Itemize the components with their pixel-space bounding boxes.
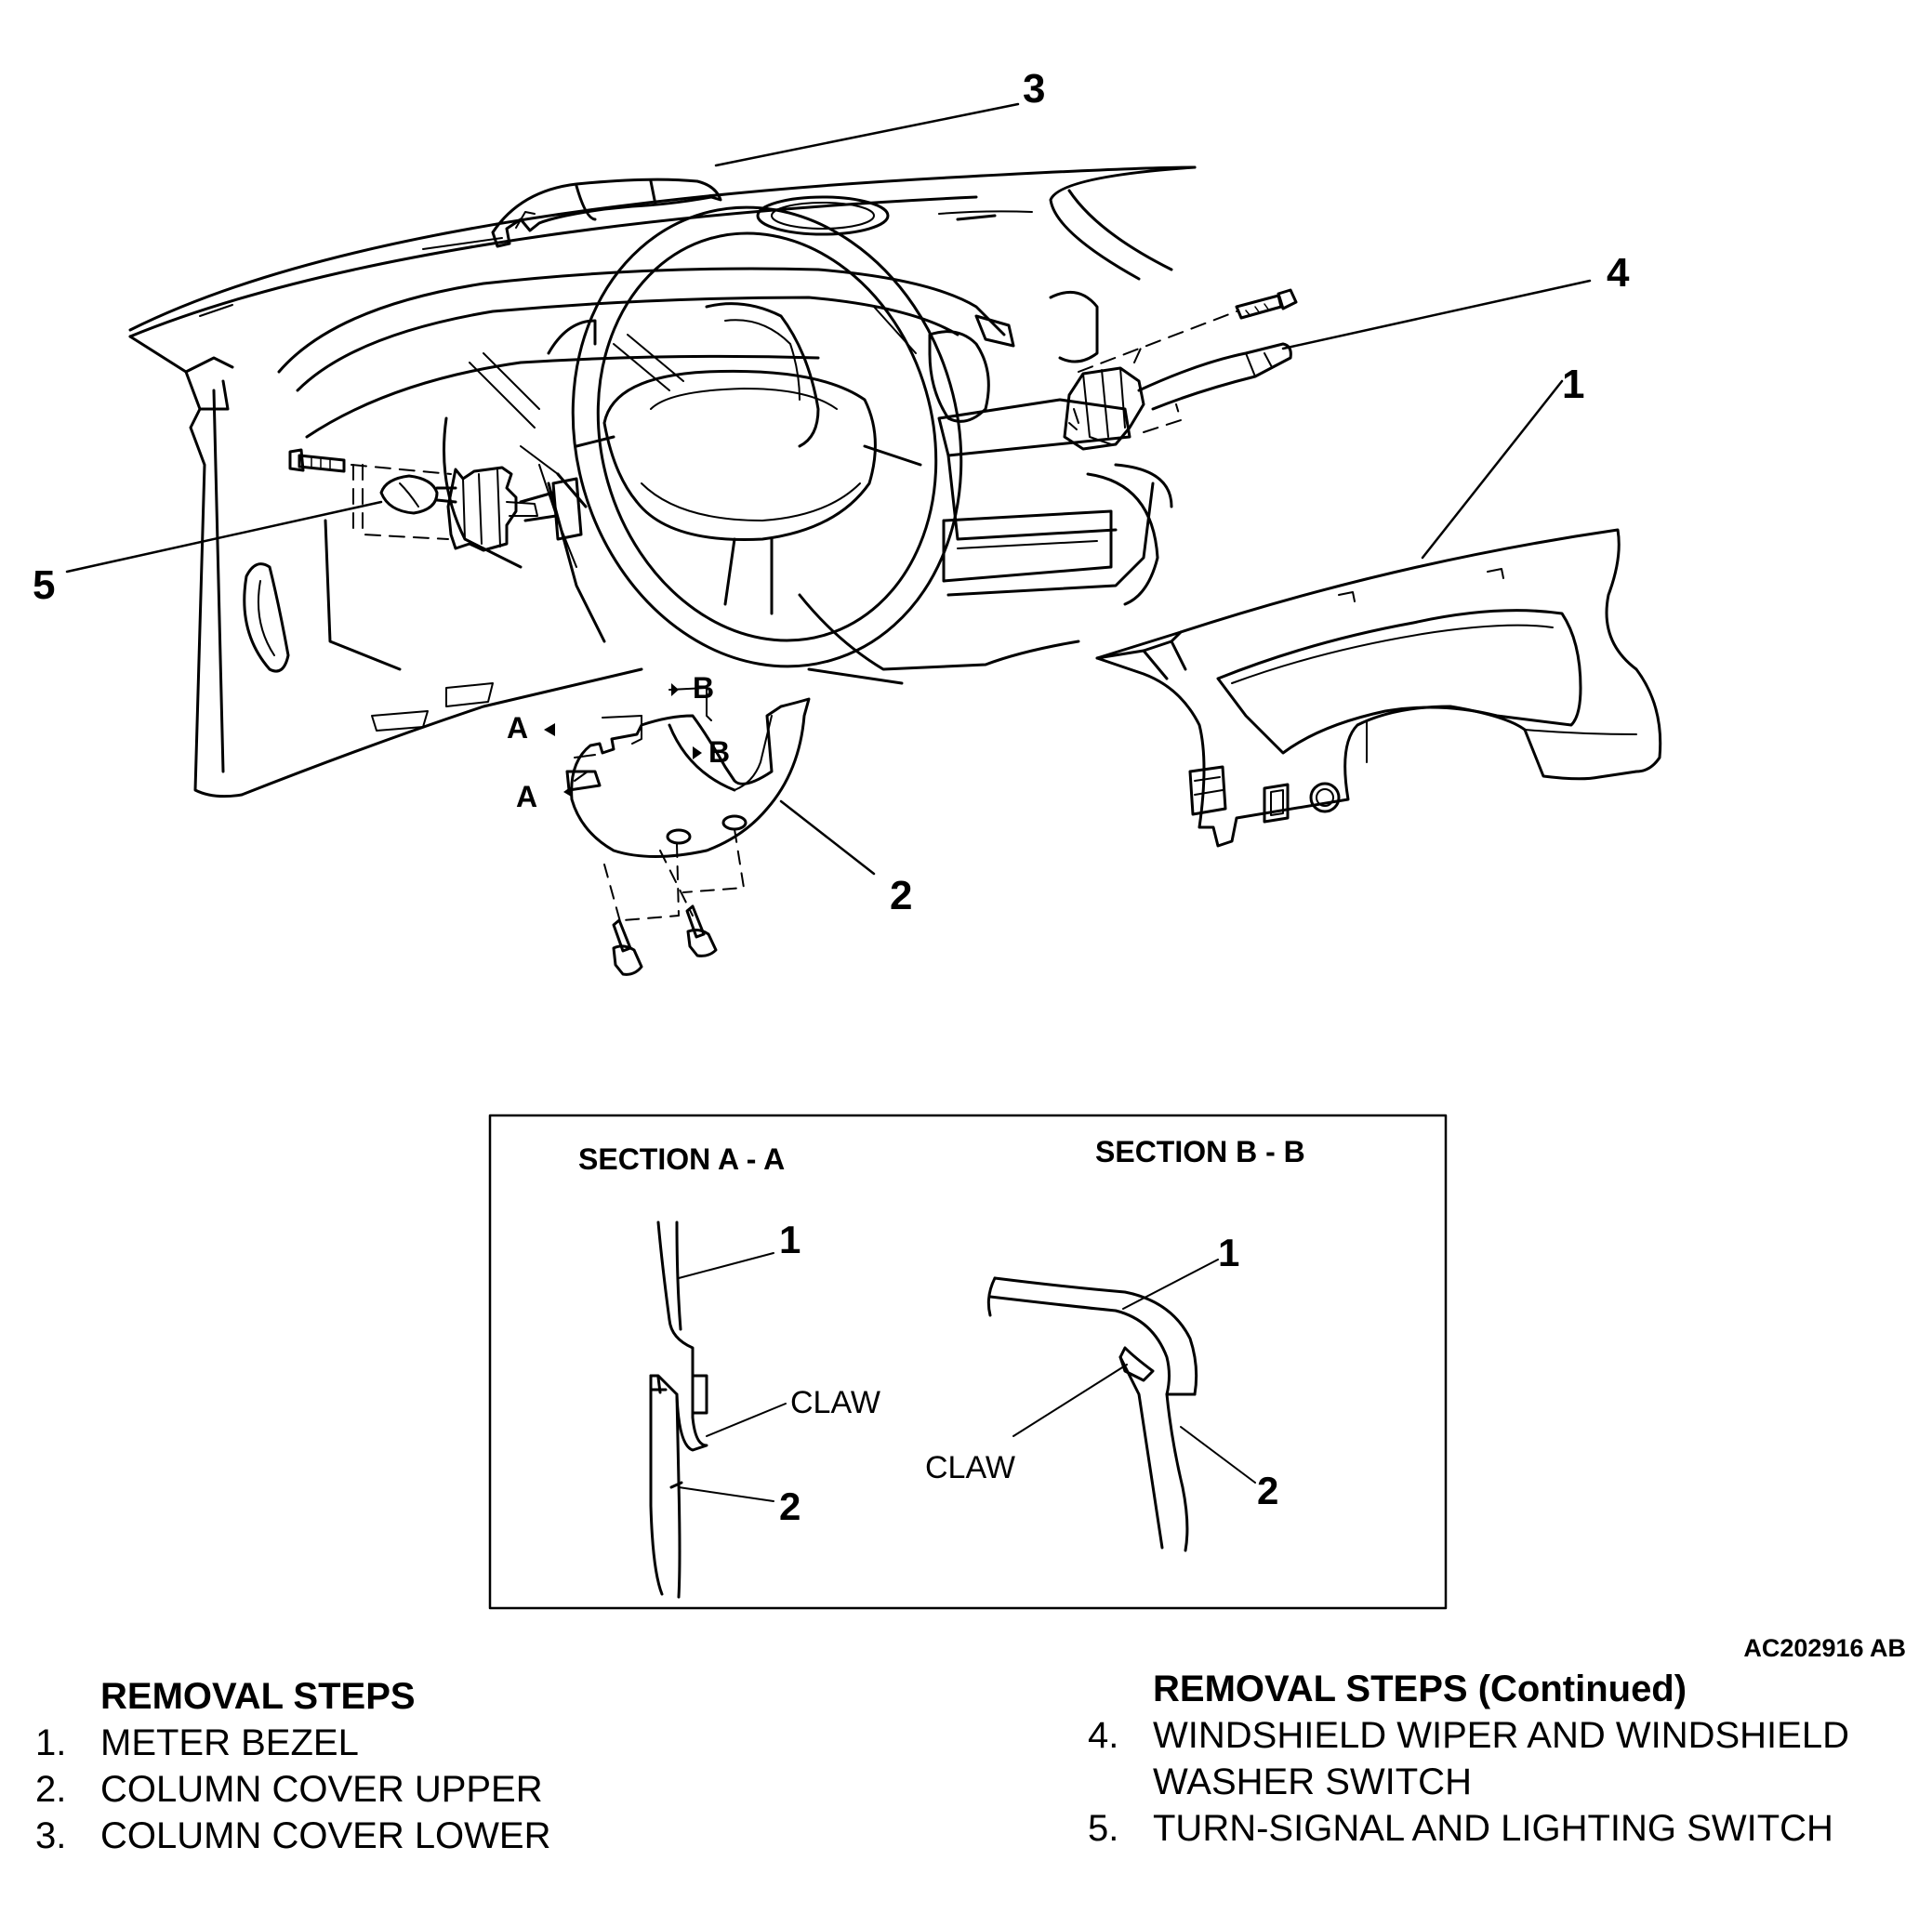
section-aa-title: SECTION A - A xyxy=(578,1142,785,1176)
instrument-panel xyxy=(128,165,1197,798)
section-arrow-label-b-lower: B xyxy=(708,735,730,769)
removal-step: 4. WINDSHIELD WIPER AND WINDSHIELD xyxy=(1088,1712,1849,1759)
removal-steps-continued: REMOVAL STEPS (Continued) 4. WINDSHIELD … xyxy=(1088,1666,1849,1852)
part-4-wiper-switch xyxy=(1063,288,1298,451)
part-3-shroud xyxy=(491,178,722,248)
callout-1: 1 xyxy=(1562,362,1584,407)
section-arrow-label-a-lower: A xyxy=(516,780,537,813)
part-2-column-cover xyxy=(565,687,811,976)
section-bb-claw-label: CLAW xyxy=(925,1450,1015,1485)
section-aa-drawing xyxy=(649,1220,708,1599)
removal-step-text-line2: WASHER SWITCH xyxy=(1153,1761,1472,1802)
removal-step-text: METER BEZEL xyxy=(100,1722,359,1763)
removal-steps: REMOVAL STEPS 1. METER BEZEL 2. COLUMN C… xyxy=(35,1673,551,1859)
removal-step: 2. COLUMN COVER UPPER xyxy=(35,1766,551,1813)
callout-4: 4 xyxy=(1607,250,1630,296)
removal-steps-continued-heading-indent xyxy=(1088,1666,1153,1712)
part-5-turn-signal-switch xyxy=(288,448,583,552)
part-1-meter-bezel xyxy=(1095,528,1662,848)
section-inset: SECTION A - A SECTION B - B 1 CLAW 2 1 C… xyxy=(488,1114,1448,1610)
steering-wheel xyxy=(538,205,963,668)
callout-2: 2 xyxy=(890,873,912,918)
section-aa-label-1: 1 xyxy=(779,1218,801,1261)
removal-step-text: COLUMN COVER LOWER xyxy=(100,1815,551,1856)
removal-steps-continued-heading-row: REMOVAL STEPS (Continued) xyxy=(1088,1666,1849,1712)
section-bb-drawing xyxy=(986,1276,1198,1552)
callout-leader-lines xyxy=(65,102,1592,876)
removal-step-number: 2. xyxy=(35,1769,67,1810)
removal-step-number: 1. xyxy=(35,1722,67,1763)
removal-steps-heading-row: REMOVAL STEPS xyxy=(35,1673,551,1720)
callout-5: 5 xyxy=(33,562,55,608)
section-aa-label-2: 2 xyxy=(779,1484,801,1528)
figure-id: AC202916 AB xyxy=(1743,1634,1906,1662)
removal-step: 1. METER BEZEL xyxy=(35,1720,551,1766)
removal-step-number: 3. xyxy=(35,1815,67,1856)
section-bb-title: SECTION B - B xyxy=(1095,1135,1305,1168)
removal-step: 5. TURN-SIGNAL AND LIGHTING SWITCH xyxy=(1088,1805,1849,1852)
removal-step-number: 5. xyxy=(1088,1808,1119,1849)
section-arrow-label-b-upper: B xyxy=(693,671,714,705)
callout-3: 3 xyxy=(1023,66,1045,112)
section-aa-claw-label: CLAW xyxy=(790,1385,880,1420)
removal-step-text: COLUMN COVER UPPER xyxy=(100,1769,543,1810)
removal-steps-heading: REMOVAL STEPS xyxy=(100,1676,416,1717)
removal-step-number-blank xyxy=(1088,1759,1153,1805)
removal-step: 3. COLUMN COVER LOWER xyxy=(35,1813,551,1859)
section-arrowheads xyxy=(544,683,702,798)
removal-steps-continued-heading: REMOVAL STEPS (Continued) xyxy=(1153,1669,1687,1709)
section-bb-label-2: 2 xyxy=(1257,1469,1278,1512)
removal-step-text: WINDSHIELD WIPER AND WINDSHIELD xyxy=(1153,1715,1849,1756)
section-bb-label-1: 1 xyxy=(1218,1231,1239,1274)
section-inset-frame xyxy=(488,1114,1448,1610)
removal-step-continuation: WASHER SWITCH xyxy=(1088,1759,1849,1805)
removal-steps-heading-indent xyxy=(35,1673,100,1720)
removal-step-number: 4. xyxy=(1088,1715,1119,1756)
removal-step-text: TURN-SIGNAL AND LIGHTING SWITCH xyxy=(1153,1808,1833,1849)
section-arrow-label-a-upper: A xyxy=(507,711,528,745)
